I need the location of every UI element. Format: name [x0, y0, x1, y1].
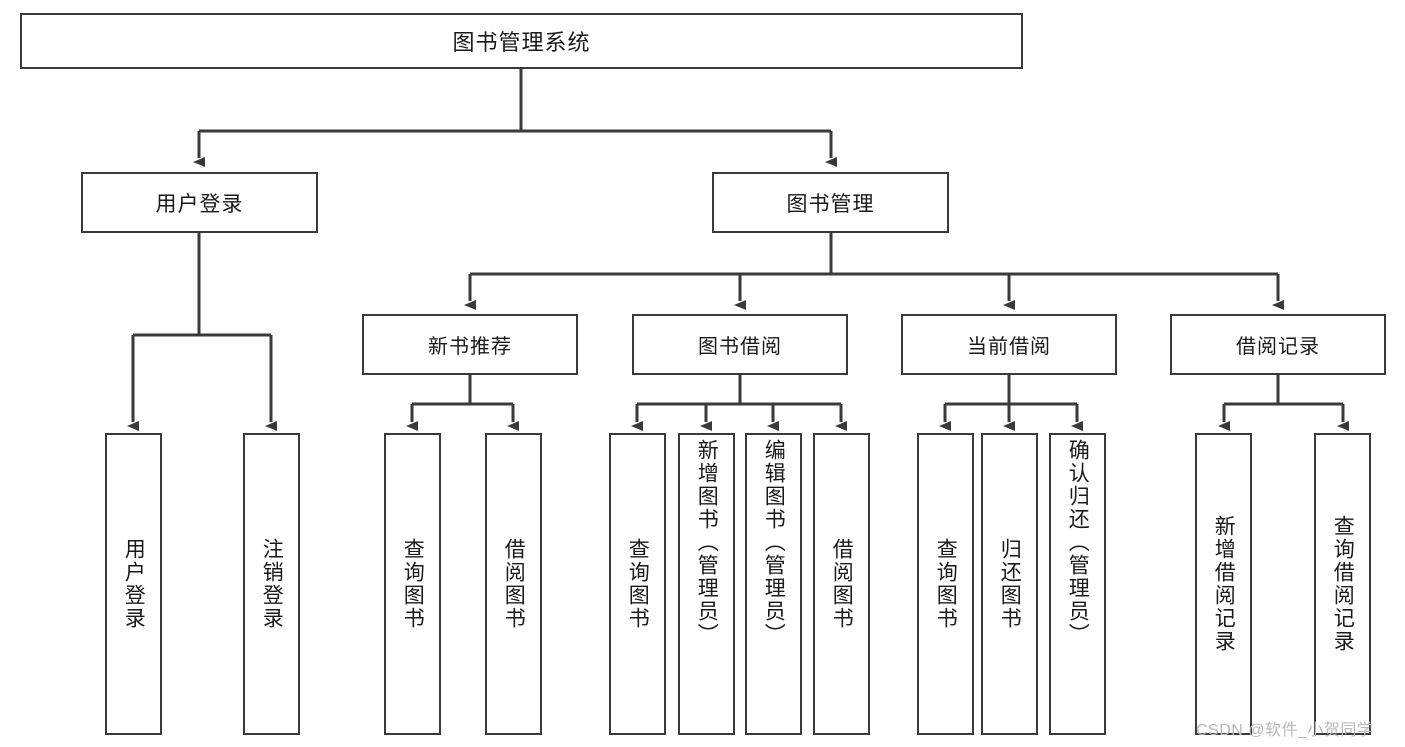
node-label: 用户登录 [155, 192, 244, 216]
leaf-current-query-book[interactable]: 查询图书 [917, 433, 974, 735]
leaf-borrow-query-book[interactable]: 查询图书 [609, 433, 666, 735]
node-label: 当前借阅 [967, 336, 1051, 358]
node-new-book-recommend[interactable]: 新书推荐 [362, 314, 578, 375]
node-label: 编辑图书（管理员） [762, 439, 786, 646]
node-label: 图书管理 [786, 192, 875, 216]
leaf-current-confirm-return-admin[interactable]: 确认归还（管理员） [1049, 433, 1106, 735]
leaf-record-add-record[interactable]: 新增借阅记录 [1195, 433, 1252, 735]
node-label: 图书管理系统 [452, 30, 591, 55]
node-label: 新增借阅记录 [1212, 515, 1236, 653]
leaf-borrow-add-book-admin[interactable]: 新增图书（管理员） [678, 433, 735, 735]
leaf-borrow-edit-book-admin[interactable]: 编辑图书（管理员） [745, 433, 802, 735]
leaf-record-query-record[interactable]: 查询借阅记录 [1314, 433, 1371, 735]
node-label: 查询图书 [626, 538, 650, 630]
node-label: 确认归还（管理员） [1066, 439, 1090, 646]
watermark-text: CSDN @软件_小贺同学 [1196, 722, 1374, 739]
node-label: 新增图书（管理员） [695, 439, 719, 646]
node-label: 归还图书 [998, 538, 1022, 630]
leaf-current-return-book[interactable]: 归还图书 [981, 433, 1038, 735]
node-book-management[interactable]: 图书管理 [712, 172, 949, 233]
node-label: 查询图书 [934, 538, 958, 630]
node-book-borrow[interactable]: 图书借阅 [632, 314, 848, 375]
node-label: 图书借阅 [698, 336, 782, 358]
node-user-login[interactable]: 用户登录 [81, 172, 318, 233]
node-label: 查询图书 [401, 538, 425, 630]
node-label: 借阅记录 [1236, 336, 1320, 358]
leaf-recommend-query-book[interactable]: 查询图书 [384, 433, 441, 735]
leaf-recommend-borrow-book[interactable]: 借阅图书 [485, 433, 542, 735]
node-root-system[interactable]: 图书管理系统 [20, 13, 1023, 69]
node-label: 注销登录 [260, 538, 284, 630]
node-label: 借阅图书 [830, 538, 854, 630]
leaf-user-login-login[interactable]: 用户登录 [105, 433, 162, 735]
leaf-borrow-borrow-book[interactable]: 借阅图书 [813, 433, 870, 735]
node-label: 用户登录 [122, 538, 146, 630]
node-label: 查询借阅记录 [1331, 515, 1355, 653]
node-borrow-record[interactable]: 借阅记录 [1170, 314, 1386, 375]
leaf-user-login-logout[interactable]: 注销登录 [243, 433, 300, 735]
node-label: 新书推荐 [428, 336, 512, 358]
node-label: 借阅图书 [502, 538, 526, 630]
node-current-borrow[interactable]: 当前借阅 [901, 314, 1117, 375]
